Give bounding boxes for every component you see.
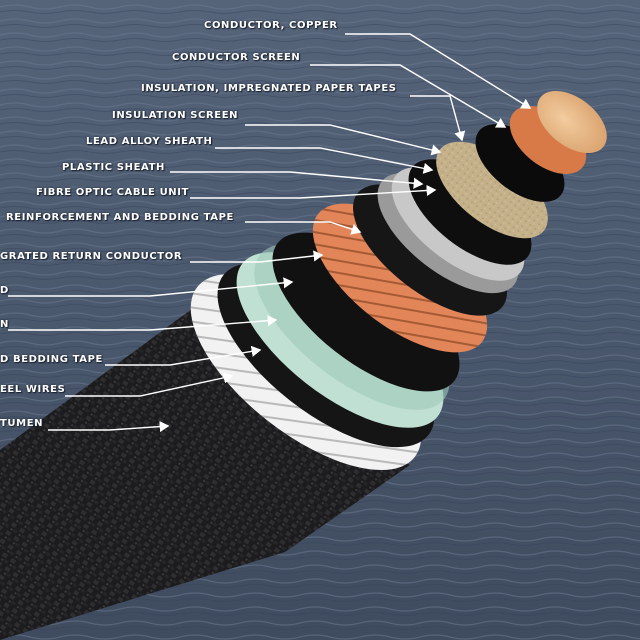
label-cut-2: N (0, 319, 9, 330)
label-plastic-sheath: PLASTIC SHEATH (62, 162, 165, 173)
label-insulation-screen: INSULATION SCREEN (112, 110, 239, 121)
leader-bedding-tape (105, 345, 262, 366)
paper-insulation-layer (436, 141, 548, 239)
leader-insulation-paper (410, 95, 466, 142)
conductor-screen-layer (475, 124, 565, 202)
leader-reinforcement (245, 221, 362, 235)
leader-fibre-optic (190, 184, 437, 199)
cable-body (0, 90, 607, 640)
leader-lines (8, 33, 532, 433)
leader-cut-2 (8, 315, 278, 331)
copper-conductor-face (537, 90, 607, 154)
leader-insulation-screen (245, 124, 442, 156)
label-integrated-return-conductor: GRATED RETURN CONDUCTOR (0, 251, 183, 262)
label-lead-alloy-sheath: LEAD ALLOY SHEATH (86, 136, 213, 147)
label-reinforcement-and-bedding-tape: REINFORCEMENT AND BEDDING TAPE (6, 212, 234, 223)
label-fibre-optic-cable-unit: FIBRE OPTIC CABLE UNIT (36, 187, 189, 198)
label-bedding-tape: D BEDDING TAPE (0, 354, 103, 365)
label-conductor-screen: CONDUCTOR SCREEN (172, 52, 301, 63)
leader-conductor-screen (310, 64, 507, 128)
label-conductor-copper: CONDUCTOR, COPPER (204, 20, 338, 31)
label-insulation-impregnated-paper-tapes: INSULATION, IMPREGNATED PAPER TAPES (141, 83, 397, 94)
leader-conductor-copper (345, 33, 532, 109)
label-steel-wires: EEL WIRES (0, 384, 66, 395)
leader-plastic-sheath (170, 171, 424, 189)
leader-return-conductor (190, 250, 324, 263)
leader-lead-alloy-sheath (215, 147, 434, 174)
leader-steel-wires (65, 372, 234, 397)
leader-cut-1 (8, 277, 294, 297)
label-cut-1: D (0, 285, 9, 296)
bitumen-layer (0, 292, 410, 640)
label-bitumen: TUMEN (0, 418, 44, 429)
leader-bitumen (48, 420, 170, 433)
